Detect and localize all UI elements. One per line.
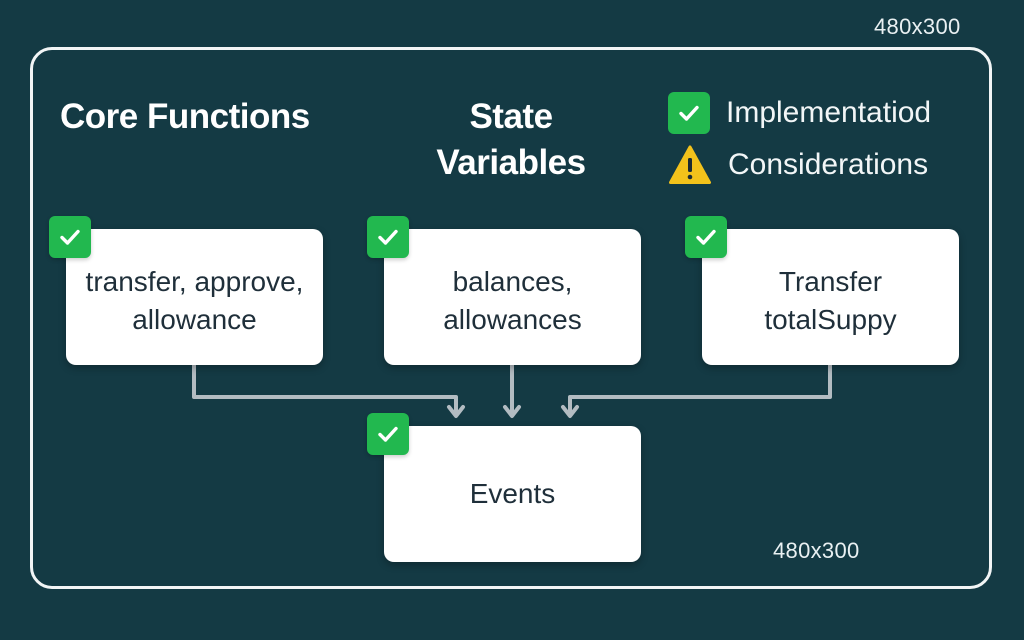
dimension-label-top: 480x300 — [874, 14, 961, 39]
node-events-label: Events — [469, 478, 556, 509]
heading-state-variables: State Variables — [436, 97, 586, 182]
node-transfer: Transfer totalSuppy — [702, 229, 959, 365]
node-events: Events — [384, 426, 641, 562]
check-icon — [685, 216, 727, 258]
legend-implemented-label: Implementatiod — [726, 96, 932, 129]
legend-considerations-label: Considerations — [728, 148, 929, 181]
heading-core-functions: Core Functions — [60, 97, 310, 136]
check-icon — [668, 92, 710, 134]
legend-implemented: Implementatiod — [668, 92, 931, 134]
warning-icon — [668, 144, 712, 186]
node-transfer-line2: totalSuppy — [764, 304, 897, 335]
node-state-line2: allowances — [443, 304, 582, 335]
node-state-line1: balances, — [452, 266, 573, 297]
check-icon — [49, 216, 91, 258]
node-transfer-line1: Transfer — [778, 266, 883, 297]
check-icon — [367, 216, 409, 258]
node-state-variables: balances, allowances — [384, 229, 641, 365]
node-core-line2: allowance — [132, 304, 257, 335]
node-core-functions: transfer, approve, allowance — [66, 229, 323, 365]
diagram-frame — [30, 47, 992, 589]
node-core-line1: transfer, approve, — [85, 266, 304, 297]
check-icon — [367, 413, 409, 455]
dimension-label-bottom: 480x300 — [773, 538, 860, 563]
legend-considerations: Considerations — [668, 144, 928, 186]
